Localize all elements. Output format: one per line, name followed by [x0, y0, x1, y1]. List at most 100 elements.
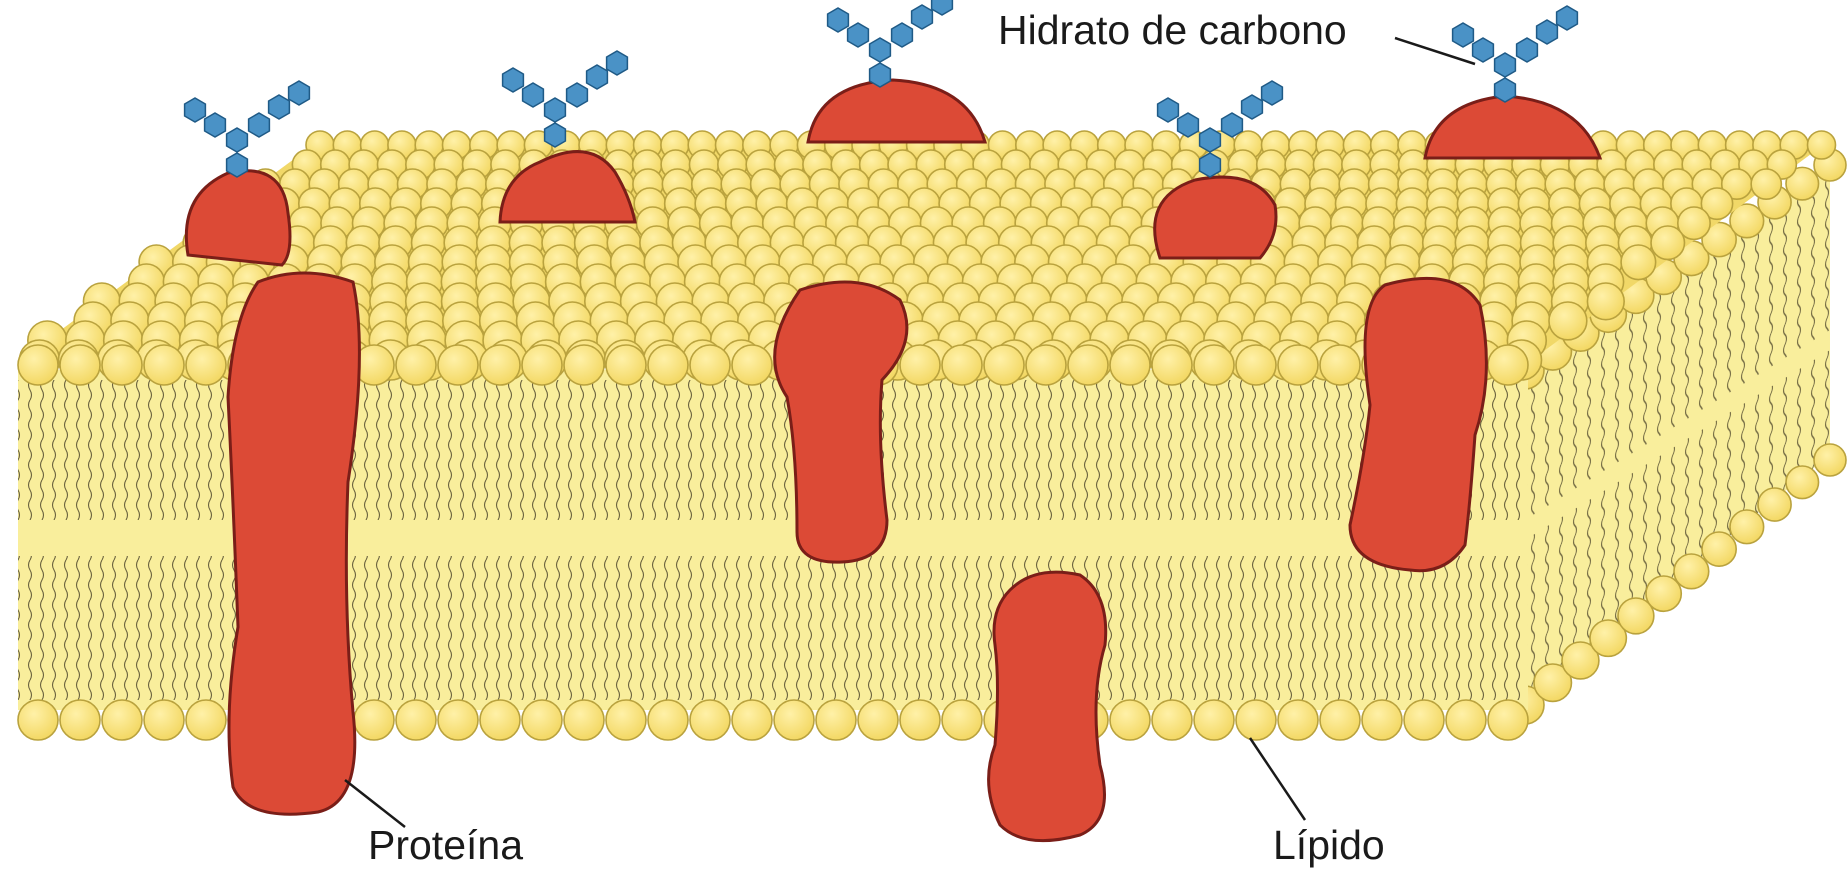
lipid-head — [1194, 700, 1234, 740]
lipid-head — [1236, 700, 1276, 740]
lipid-head — [1068, 345, 1108, 385]
lipid-head — [186, 345, 226, 385]
lipid-head — [144, 345, 184, 385]
carbohydrate-hexagon-icon — [227, 128, 248, 152]
lipid-head — [690, 345, 730, 385]
lipid-head — [438, 700, 478, 740]
surface-protein-1 — [186, 171, 290, 265]
carbohydrate-hexagon-icon — [269, 95, 290, 119]
lipid-head — [1236, 345, 1276, 385]
carbohydrate-hexagon-icon — [1517, 38, 1538, 62]
lipid-head — [1110, 700, 1150, 740]
carbohydrate-hexagon-icon — [912, 5, 933, 29]
carbohydrate-hexagon-icon — [870, 38, 891, 62]
carbohydrate-hexagon-icon — [932, 0, 953, 15]
carbohydrate-hexagon-icon — [227, 153, 248, 177]
lipid-head — [102, 345, 142, 385]
transmembrane-protein-4 — [989, 572, 1106, 840]
carbohydrate-hexagon-icon — [1200, 153, 1221, 177]
lipid-head — [396, 700, 436, 740]
carbohydrate-hexagon-icon — [1262, 81, 1283, 105]
carbohydrate-hexagon-icon — [249, 113, 270, 137]
lipid-head — [1404, 700, 1444, 740]
carbohydrate-hexagon-icon — [1495, 53, 1516, 77]
lipid-head — [858, 700, 898, 740]
lipid-head — [354, 700, 394, 740]
lipid-head — [984, 345, 1024, 385]
carbohydrate-hexagon-icon — [587, 65, 608, 89]
lipid-head — [1278, 345, 1318, 385]
lipid-head — [1446, 700, 1486, 740]
lipid-head — [1152, 345, 1192, 385]
carbohydrate-hexagon-icon — [848, 23, 869, 47]
lipid-head — [648, 345, 688, 385]
lipid-head — [522, 345, 562, 385]
carbohydrate-hexagon-icon — [1473, 38, 1494, 62]
lipid-head — [1362, 700, 1402, 740]
carbohydrate-hexagon-icon — [185, 98, 206, 122]
carbohydrate-hexagon-icon — [503, 68, 524, 92]
lipid-head — [1674, 554, 1709, 589]
carbohydrate-hexagon-icon — [1495, 78, 1516, 102]
carbohydrate-hexagon-icon — [289, 81, 310, 105]
carbohydrate-hexagon-icon — [545, 123, 566, 147]
protein-label: Proteína — [368, 825, 523, 866]
lipid-head — [1702, 532, 1736, 566]
lipid-head — [1814, 444, 1846, 476]
lipid-head — [1320, 700, 1360, 740]
carbohydrate-hexagon-icon — [545, 98, 566, 122]
lipid-head — [1646, 576, 1681, 611]
lipid-head — [1751, 169, 1781, 199]
lipid-head — [1549, 302, 1587, 340]
lipid-head — [60, 345, 100, 385]
lipid-label: Lípido — [1273, 825, 1385, 866]
lipid-head — [690, 700, 730, 740]
transmembrane-protein-1 — [228, 273, 359, 814]
carbohydrate-hexagon-icon — [828, 8, 849, 32]
lipid-head — [480, 700, 520, 740]
lipid-head — [438, 345, 478, 385]
lipid-head — [774, 700, 814, 740]
lipid-head — [186, 700, 226, 740]
leader-protein — [345, 780, 405, 827]
lipid-head — [732, 700, 772, 740]
carbohydrate-hexagon-icon — [1178, 113, 1199, 137]
carbohydrate-hexagon-icon — [1222, 113, 1243, 137]
lipid-head — [564, 700, 604, 740]
carbohydrate-hexagon-icon — [1557, 6, 1578, 30]
surface-protein-5 — [1425, 96, 1600, 158]
lipid-head — [564, 345, 604, 385]
lipid-head — [1194, 345, 1234, 385]
lipid-head — [900, 700, 940, 740]
lipid-head — [1786, 466, 1819, 499]
lipid-head — [102, 700, 142, 740]
carbohydrate-hexagon-icon — [870, 63, 891, 87]
lipid-head — [648, 700, 688, 740]
lipid-head — [1730, 510, 1764, 544]
lipid-head — [60, 700, 100, 740]
lipid-head — [396, 345, 436, 385]
transmembrane-protein-3 — [1350, 278, 1486, 570]
lipid-head — [1110, 345, 1150, 385]
lipid-head — [1758, 488, 1791, 521]
lipid-head — [1488, 700, 1528, 740]
carbohydrate-hexagon-icon — [892, 23, 913, 47]
lipid-head — [144, 700, 184, 740]
carbohydrate-hexagon-icon — [1242, 95, 1263, 119]
lipid-head — [18, 345, 58, 385]
lipid-head — [1152, 700, 1192, 740]
carbohydrate-hexagon-icon — [1537, 20, 1558, 44]
carbohydrate-hexagon-icon — [1200, 128, 1221, 152]
lipid-head — [732, 345, 772, 385]
lipid-head — [1587, 283, 1624, 320]
lipid-head — [480, 345, 520, 385]
lipid-head — [1488, 345, 1528, 385]
carbohydrate-hexagon-icon — [523, 83, 544, 107]
leader-lipid — [1250, 738, 1305, 820]
lipid-head — [942, 700, 982, 740]
lipid-head — [816, 700, 856, 740]
lipid-head — [942, 345, 982, 385]
lipid-head — [606, 700, 646, 740]
carbohydrate-hexagon-icon — [1453, 23, 1474, 47]
